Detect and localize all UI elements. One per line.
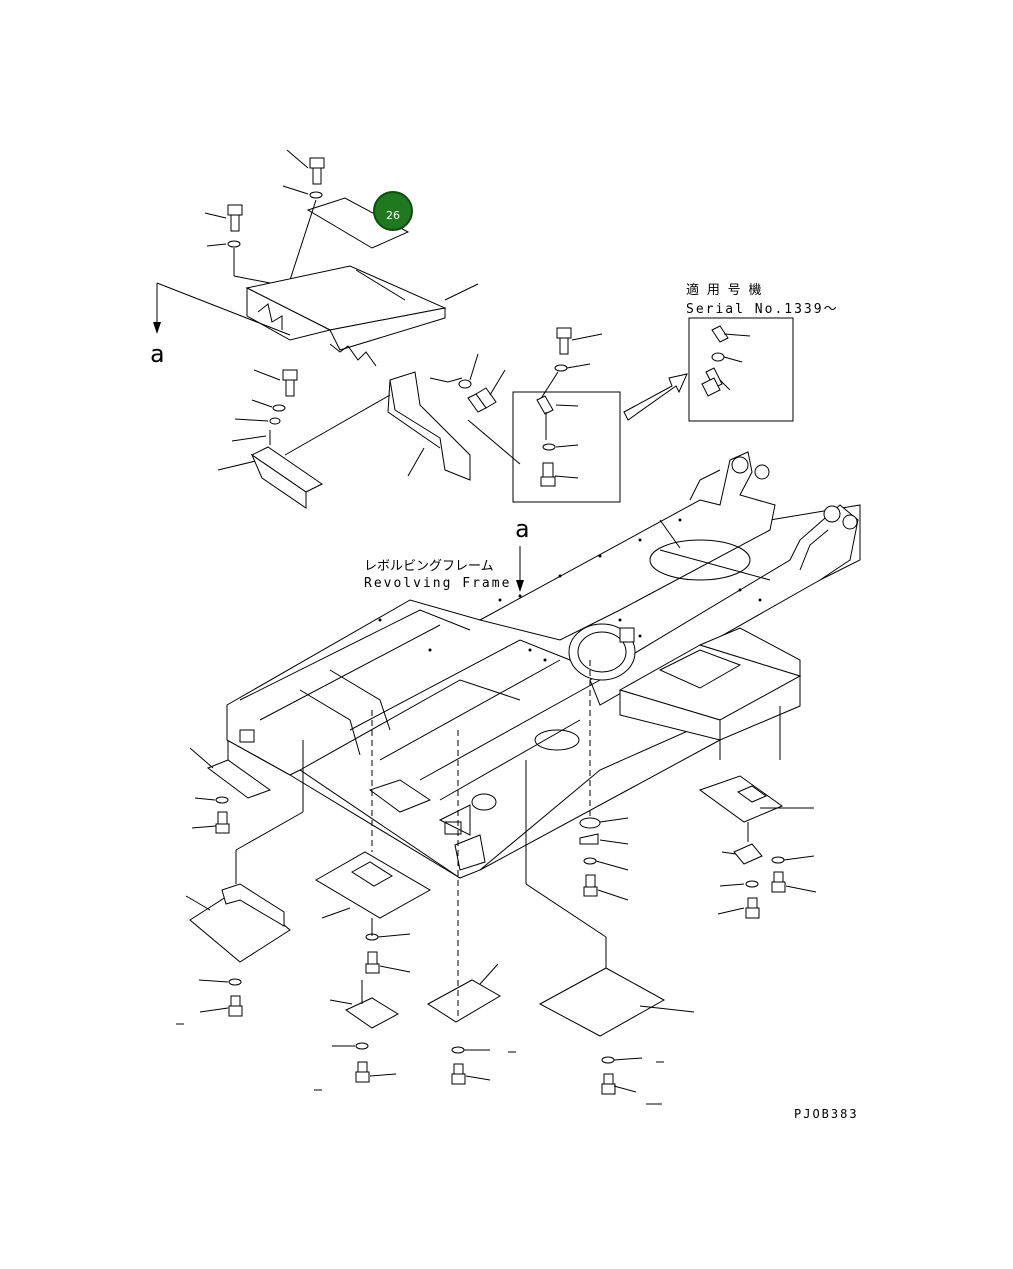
detail-arrow [623, 373, 688, 421]
frame-bolt-holes [378, 518, 762, 662]
detail-group: 適 用 号 機 Serial No.1339～ [467, 282, 839, 503]
large-cover-side [246, 287, 332, 341]
bolt-detail-top [556, 327, 603, 355]
under-cover-4 [344, 997, 400, 1029]
small-cover-plate [306, 197, 410, 249]
view-label-a-left: a [150, 340, 164, 368]
frame-label-jp: レボルビングフレーム [364, 559, 494, 574]
under-cover-5 [427, 979, 501, 1023]
callout-number[interactable]: 26 [386, 209, 400, 222]
washer-bracket [458, 379, 472, 389]
bolt-bracket [467, 369, 506, 413]
arrow-a-left [153, 282, 291, 336]
washer-left [227, 240, 241, 248]
detail-box [512, 391, 621, 503]
lower-covers [176, 660, 817, 1105]
washer-top [309, 191, 323, 199]
washer-mid-left [272, 404, 286, 412]
center-bracket [389, 371, 471, 481]
bolt-top [286, 149, 325, 185]
drawing-code: PJOB383 [794, 1107, 859, 1121]
serial-label-jp: 適 用 号 機 [686, 282, 761, 298]
revolving-frame: レボルビングフレーム Revolving Frame a [226, 451, 861, 879]
callout-26[interactable]: 26 [373, 191, 413, 231]
frame-label-en: Revolving Frame [364, 576, 511, 591]
serial-box [688, 317, 794, 422]
under-cover-2 [189, 887, 291, 963]
callout-circle[interactable] [373, 191, 413, 231]
view-label-a-center: a [515, 515, 529, 543]
boom-rail-left [478, 451, 776, 641]
bolt-mid-left [253, 369, 298, 397]
serial-label-en: Serial No.1339～ [686, 302, 839, 317]
under-cover-1 [206, 759, 272, 799]
upper-cover-assembly: a 26 [150, 149, 506, 509]
under-cover-6 [538, 967, 666, 1037]
under-cover-7 [698, 775, 784, 823]
bolt-left [204, 204, 243, 232]
